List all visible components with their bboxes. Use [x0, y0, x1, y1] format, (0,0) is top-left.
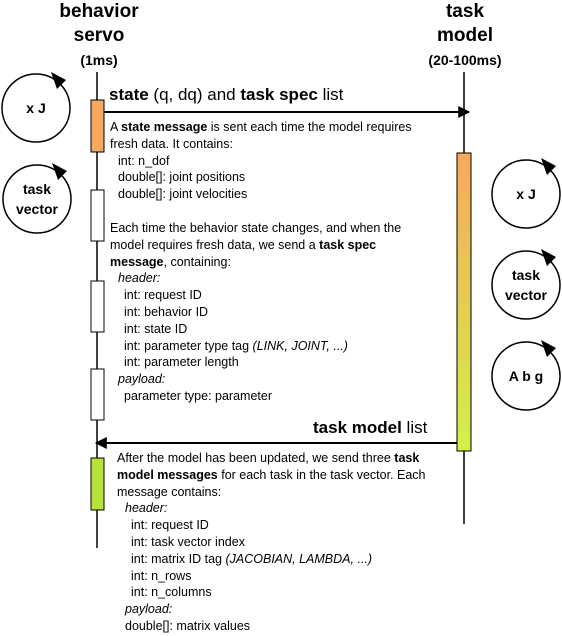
header-title-line1: behavior	[59, 1, 139, 22]
task-spec-description: Each time the behavior state changes, an…	[110, 220, 401, 405]
text: A	[110, 120, 122, 134]
header-title-line1: task	[445, 1, 485, 22]
circle-label-line2: vector	[504, 287, 548, 303]
text-bold: model messages	[117, 467, 218, 482]
task-model-header: task model (20-100ms)	[405, 0, 525, 72]
circle-label-line1: x J	[516, 186, 536, 202]
text: message contains:	[117, 484, 222, 499]
text: model requires fresh data, we send a	[110, 237, 320, 252]
label-text: list	[317, 85, 344, 104]
text: fresh data. It contains:	[110, 136, 233, 151]
model-activation-box	[456, 152, 472, 452]
behavior-idle-box	[90, 189, 105, 242]
label-bold: state	[109, 85, 149, 104]
field: int: behavior ID	[124, 304, 209, 319]
header-period: (1ms)	[80, 52, 118, 68]
behavior-idle-box	[90, 368, 105, 421]
right-circle-label-3: A b g	[492, 366, 560, 386]
field: int: n_dof	[118, 153, 170, 168]
field: int: parameter length	[124, 355, 239, 370]
circle-label-line1: A b g	[508, 368, 544, 384]
header-label: header:	[118, 271, 161, 286]
behavior-active-box-state	[90, 99, 105, 153]
text: , containing:	[163, 254, 231, 269]
header-title-line2: model	[437, 25, 493, 46]
field: double[]: joint positions	[118, 170, 246, 185]
circle-label-line1: x J	[26, 100, 46, 116]
field: int: n_columns	[131, 585, 212, 600]
behavior-servo-header: behavior servo (1ms)	[38, 0, 160, 72]
circle-label-line2: vector	[15, 201, 59, 217]
field: int: matrix ID tag	[131, 551, 226, 566]
header-label: header:	[125, 501, 168, 516]
label-bold: task model	[313, 418, 402, 437]
right-circle-label-1: x J	[492, 184, 560, 204]
field: int: task vector index	[131, 534, 245, 549]
loop-circle-icon	[491, 249, 561, 320]
text: Each time the behavior state changes, an…	[110, 221, 402, 235]
loop-circle-icon	[2, 163, 72, 234]
circle-label-line1: task	[511, 267, 541, 283]
right-circle-label-2: task vector	[492, 265, 560, 305]
payload-label: payload:	[118, 372, 166, 387]
left-circle-label-1: x J	[2, 98, 70, 118]
loop-circle-icon	[1, 72, 71, 143]
field: int: state ID	[124, 321, 188, 336]
field: int: n_rows	[131, 568, 192, 583]
payload-label: payload:	[125, 602, 173, 617]
field: double[]: matrix values	[125, 618, 251, 633]
behavior-active-box-model	[90, 457, 105, 511]
field: parameter type: parameter	[124, 388, 272, 403]
text-bold: state message	[121, 120, 208, 134]
text-bold: message	[110, 254, 164, 269]
field: double[]: joint velocities	[118, 187, 248, 202]
state-spec-arrow-label: state (q, dq) and task spec list	[109, 85, 343, 105]
task-model-description: After the model has been updated, we sen…	[117, 450, 426, 635]
loop-circle-icon	[491, 340, 561, 411]
label-text: (q, dq) and	[148, 85, 241, 104]
text: for each task in the task vector. Each	[217, 467, 426, 482]
text: is sent each time the model requires	[207, 120, 412, 134]
field: int: request ID	[124, 288, 202, 303]
field-italic: (JACOBIAN, LAMBDA, ...)	[225, 551, 373, 566]
text: After the model has been updated, we sen…	[117, 451, 395, 465]
field-italic: (LINK, JOINT, ...)	[252, 338, 348, 353]
header-title-line2: servo	[73, 25, 125, 46]
loop-circle-icon	[491, 158, 561, 229]
text-bold: task spec	[319, 237, 377, 252]
field: int: request ID	[131, 518, 209, 533]
field: int: parameter type tag	[124, 338, 253, 353]
label-bold: task spec	[240, 85, 318, 104]
header-period: (20-100ms)	[428, 52, 502, 68]
left-circle-label-2: task vector	[3, 179, 71, 219]
label-text: list	[401, 418, 428, 437]
behavior-idle-box	[90, 280, 105, 333]
circle-label-line1: task	[22, 181, 52, 197]
task-model-arrow-label: task model list	[313, 418, 427, 438]
text-bold: task	[394, 451, 420, 465]
state-message-description: A state message is sent each time the mo…	[110, 119, 412, 203]
